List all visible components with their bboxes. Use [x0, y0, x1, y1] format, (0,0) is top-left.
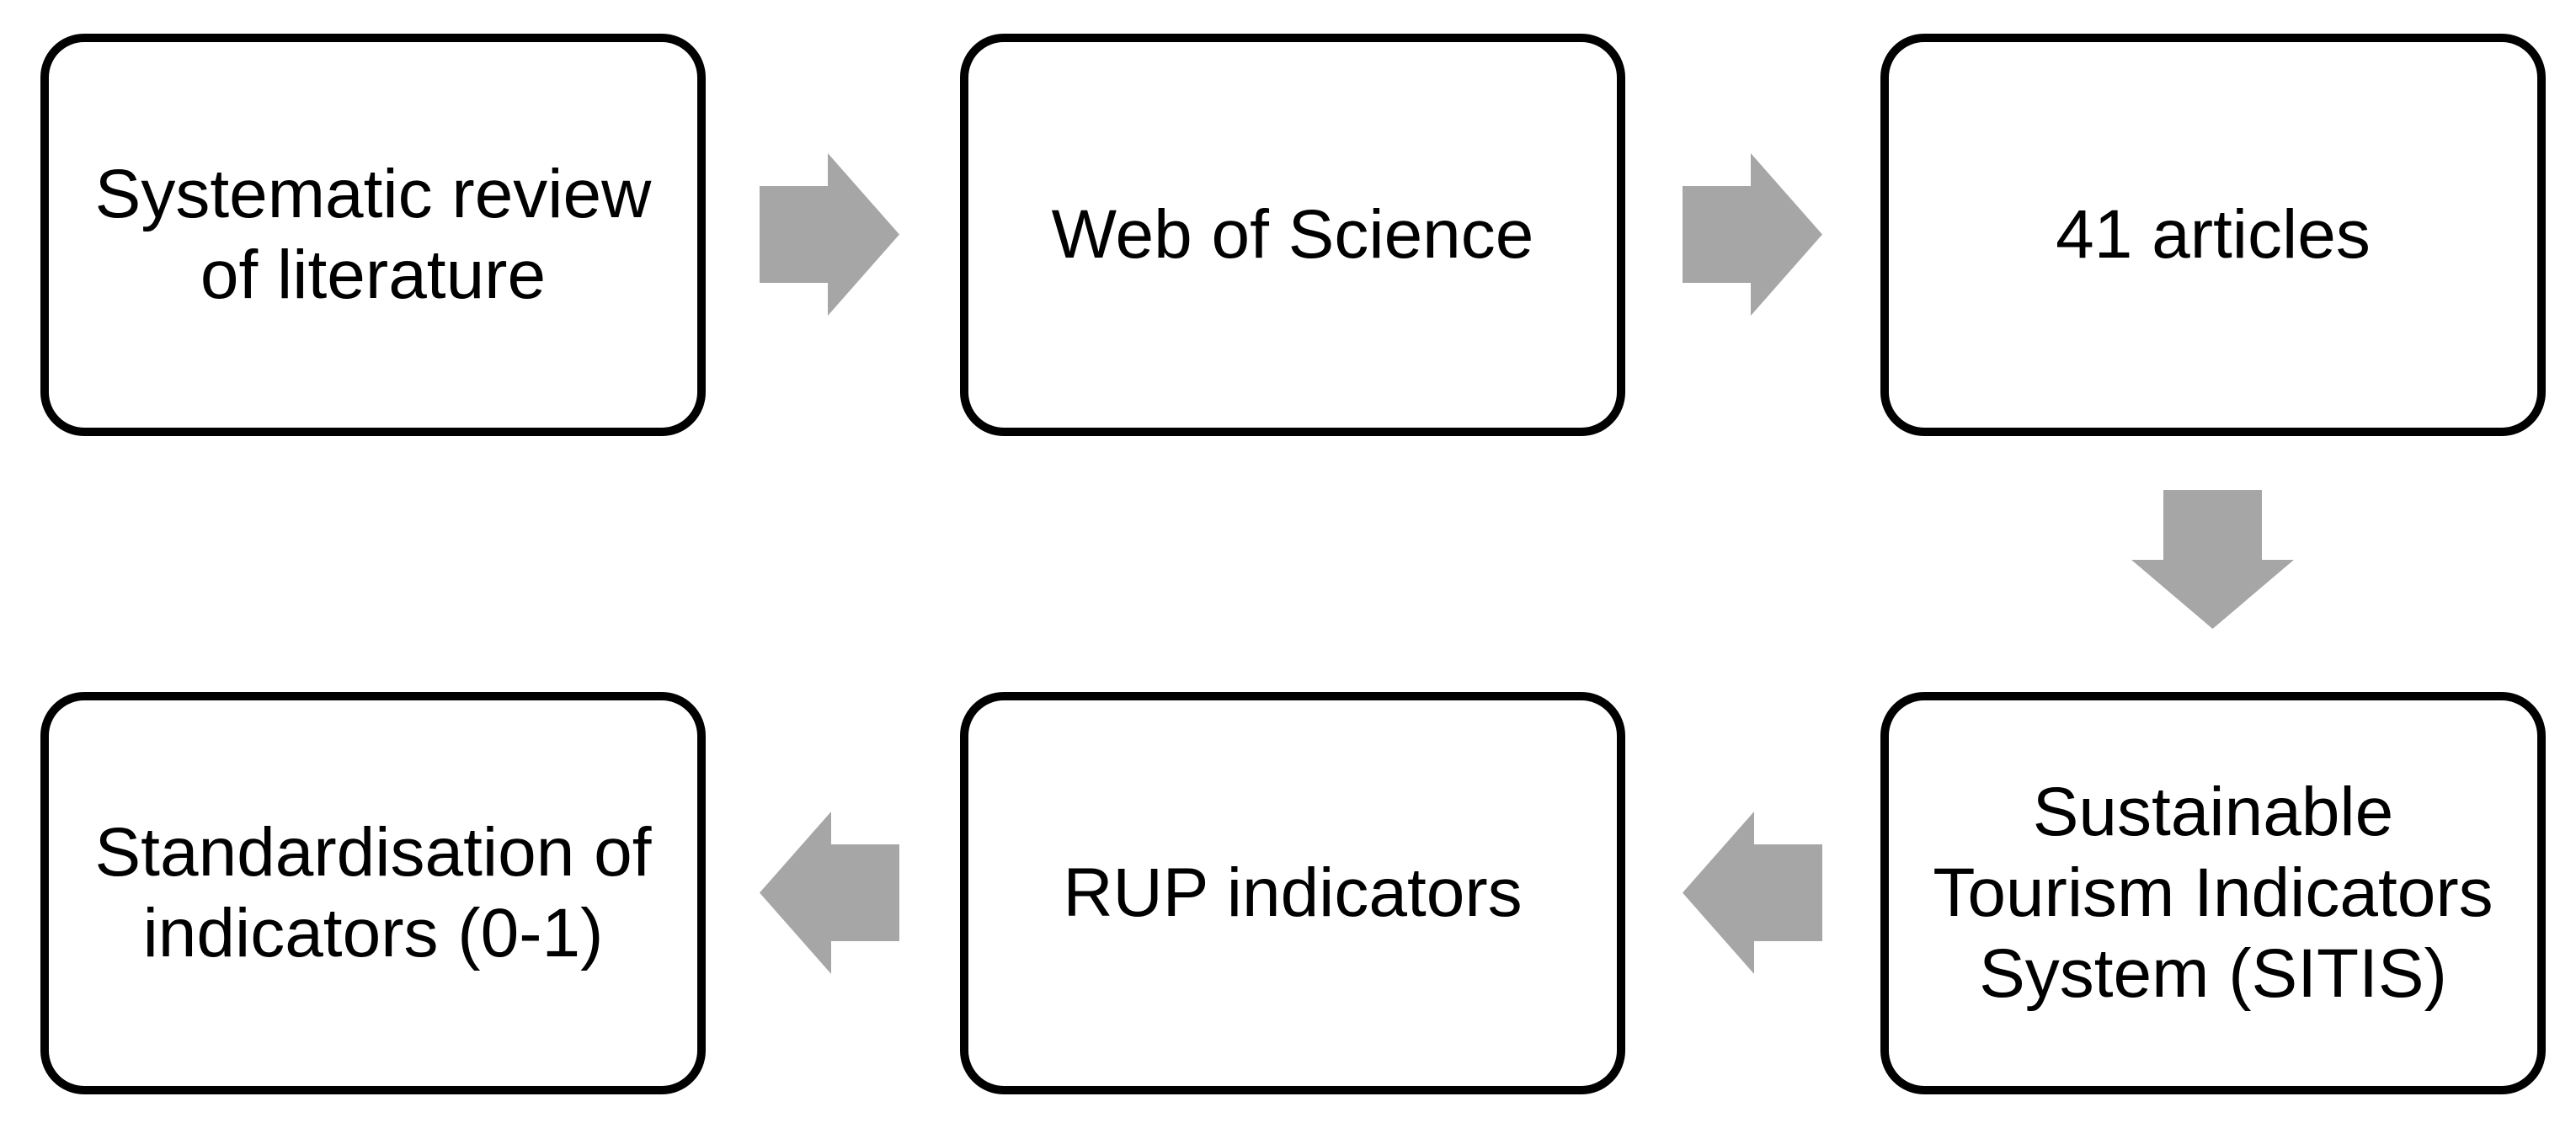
arrow-down-icon — [2131, 490, 2294, 629]
box-web-of-science-label: Web of Science — [1051, 196, 1534, 274]
arrow-right-icon — [1683, 153, 1822, 316]
box-standardisation-label: Standardisation of indicators (0-1) — [94, 814, 652, 971]
box-rup-indicators-label: RUP indicators — [1063, 854, 1523, 932]
box-rup-indicators: RUP indicators — [960, 692, 1625, 1094]
box-41-articles: 41 articles — [1880, 34, 2546, 436]
box-sitis: Sustainable Tourism Indicators System (S… — [1880, 692, 2546, 1094]
box-standardisation: Standardisation of indicators (0-1) — [40, 692, 706, 1094]
arrow-right-icon — [760, 153, 899, 316]
box-sitis-label: Sustainable Tourism Indicators System (S… — [1933, 774, 2493, 1012]
box-systematic-review: Systematic review of literature — [40, 34, 706, 436]
arrow-left-icon — [760, 812, 899, 974]
arrow-left-icon — [1683, 812, 1822, 974]
box-web-of-science: Web of Science — [960, 34, 1625, 436]
box-systematic-review-label: Systematic review of literature — [94, 156, 652, 313]
box-41-articles-label: 41 articles — [2056, 196, 2371, 274]
